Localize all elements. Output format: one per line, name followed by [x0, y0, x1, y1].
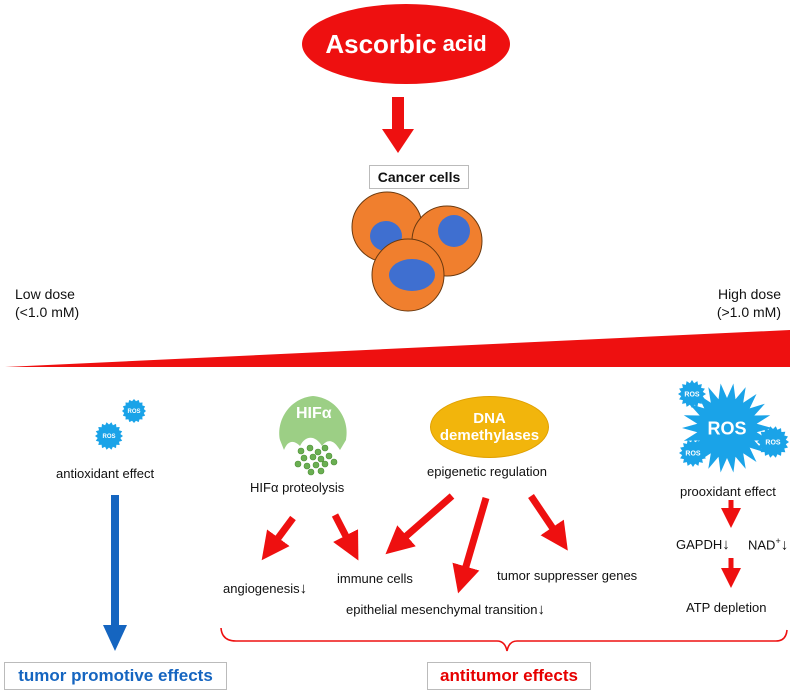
ros-starburst: [682, 383, 772, 473]
cancer-cells-label: Cancer cells: [369, 165, 469, 189]
cancer-cells-illustration: [351, 191, 483, 312]
gapdh-label: GAPDH↓: [676, 536, 730, 553]
atp-depletion-label: ATP depletion: [686, 600, 767, 615]
decrease-arrow-icon: ↓: [722, 536, 730, 553]
epigenetic-regulation-label: epigenetic regulation: [427, 464, 547, 479]
decrease-arrow-icon: ↓: [537, 601, 545, 618]
arrow-to-tumor-promotive: [103, 495, 127, 651]
ros-starburst: [678, 380, 706, 408]
nad-superscript: +: [775, 536, 781, 546]
emt-label: epithelial mesenchymal transition↓: [346, 601, 545, 618]
gapdh-text: GAPDH: [676, 537, 723, 552]
hif-fragment: [294, 460, 302, 468]
high-dose-label: High dose (>1.0 mM): [717, 285, 781, 321]
emt-text: epithelial mesenchymal transition: [346, 602, 538, 617]
dna-demethylases-node: DNA demethylases: [430, 396, 549, 458]
high-dose-title: High dose: [717, 286, 781, 302]
arrow-acid-to-cells: [382, 97, 414, 153]
decrease-arrow-icon: ↓: [299, 580, 308, 597]
antitumor-effects-box: antitumor effects: [427, 662, 591, 690]
ros-label: ROS: [102, 434, 115, 440]
hif-fragment: [330, 458, 338, 466]
low-dose-label: Low dose (<1.0 mM): [15, 285, 79, 321]
hif-fragment: [306, 444, 314, 452]
decrease-arrow-icon: ↓: [780, 536, 789, 554]
ros-label: ROS: [765, 439, 781, 446]
red-arrows: [261, 493, 741, 594]
ros-label: ROS: [707, 418, 746, 438]
hif-fragment: [317, 455, 325, 463]
hif-fragment: [303, 462, 311, 470]
hif-alpha-icon: [279, 396, 347, 476]
arrow-dna-to-emt: [452, 497, 490, 594]
ascorbic-acid-title: Ascorbic acid: [302, 4, 510, 84]
hif-fragment: [325, 452, 333, 460]
hif-fragment: [300, 454, 308, 462]
angiogenesis-text: angiogenesis: [223, 581, 300, 596]
ros-starburst: [679, 439, 707, 467]
ros-cluster-icon: ROS ROS ROS ROS: [678, 380, 789, 473]
hif-proteolysis-label: HIFα proteolysis: [250, 480, 345, 495]
hif-fragment: [317, 467, 325, 475]
ros-label: ROS: [685, 450, 701, 457]
title-main: Ascorbic: [325, 28, 437, 59]
dna-line2: demethylases: [439, 427, 540, 444]
nad-label: NAD+↓: [748, 536, 788, 553]
cell-nucleus: [438, 215, 470, 247]
hif-fragment: [321, 460, 329, 468]
dose-gradient-wedge: [5, 330, 790, 367]
arrow-hif-to-angiogenesis: [261, 515, 296, 561]
cell-nucleus: [389, 259, 435, 291]
antitumor-brace: [220, 627, 788, 652]
hif-fragment: [307, 468, 315, 476]
low-dose-range: (<1.0 mM): [15, 304, 80, 320]
arrow-dna-to-immune: [385, 493, 455, 555]
hif-fragment: [321, 444, 329, 452]
ros-starburst: [122, 399, 146, 423]
low-dose-title: Low dose: [15, 286, 75, 302]
hif-fragment: [297, 447, 305, 455]
hif-fragment: [314, 448, 322, 456]
ros-starburst: [757, 426, 789, 458]
ros-label: ROS: [127, 409, 140, 415]
tumor-suppressor-genes-label: tumor suppresser genes: [497, 568, 638, 583]
prooxidant-effect-label: prooxidant effect: [680, 484, 776, 499]
arrow-dna-to-tumor-suppressor: [528, 494, 568, 551]
hif-shape-label: HIFα: [296, 405, 332, 422]
ros-icon: ROS: [95, 422, 123, 450]
nad-text: NAD: [748, 537, 776, 553]
ros-starburst: [95, 422, 123, 450]
hif-fragment: [309, 453, 317, 461]
arrow-hif-to-immune: [331, 513, 359, 561]
title-sub: acid: [442, 31, 487, 56]
angiogenesis-label: angiogenesis↓: [223, 580, 307, 597]
tumor-promotive-effects-box: tumor promotive effects: [4, 662, 227, 690]
hif-fragment: [312, 461, 320, 469]
ros-icon: ROS: [122, 399, 146, 423]
immune-cells-label: immune cells: [337, 571, 413, 586]
high-dose-range: (>1.0 mM): [716, 304, 781, 320]
ros-label: ROS: [684, 391, 700, 398]
dna-line1: DNA: [473, 410, 506, 427]
antioxidant-effect-label: antioxidant effect: [56, 466, 155, 481]
